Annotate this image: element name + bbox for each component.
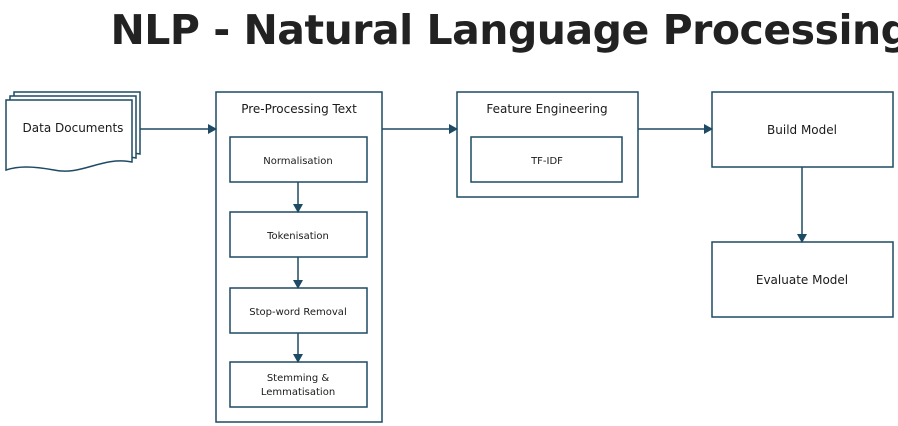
tokenisation-label: Tokenisation: [266, 231, 329, 242]
tfidf-box: [470, 136, 623, 183]
tokenisation-box: [229, 211, 368, 258]
lemmatisation-label: Lemmatisation: [261, 387, 335, 398]
normalisation-label: Normalisation: [263, 156, 332, 167]
preprocessing-label: Pre-Processing Text: [241, 102, 357, 116]
stopword-removal-box: [229, 287, 368, 334]
evaluate-model-label: Evaluate Model: [756, 273, 848, 287]
data-documents-label: Data Documents: [23, 121, 124, 135]
stemming-label: Stemming &: [267, 373, 330, 384]
normalisation-box: [229, 136, 368, 183]
data-documents-node: [5, 91, 141, 172]
build-model-box: [711, 91, 894, 168]
evaluate-model-box: [711, 241, 894, 318]
stemming-lemmatisation-box: [229, 361, 368, 408]
feature-engineering-label: Feature Engineering: [486, 102, 607, 116]
build-model-label: Build Model: [767, 123, 837, 137]
page-title: NLP - Natural Language Processing: [110, 6, 898, 54]
stopword-removal-label: Stop-word Removal: [249, 307, 346, 318]
tfidf-label: TF-IDF: [530, 156, 563, 167]
